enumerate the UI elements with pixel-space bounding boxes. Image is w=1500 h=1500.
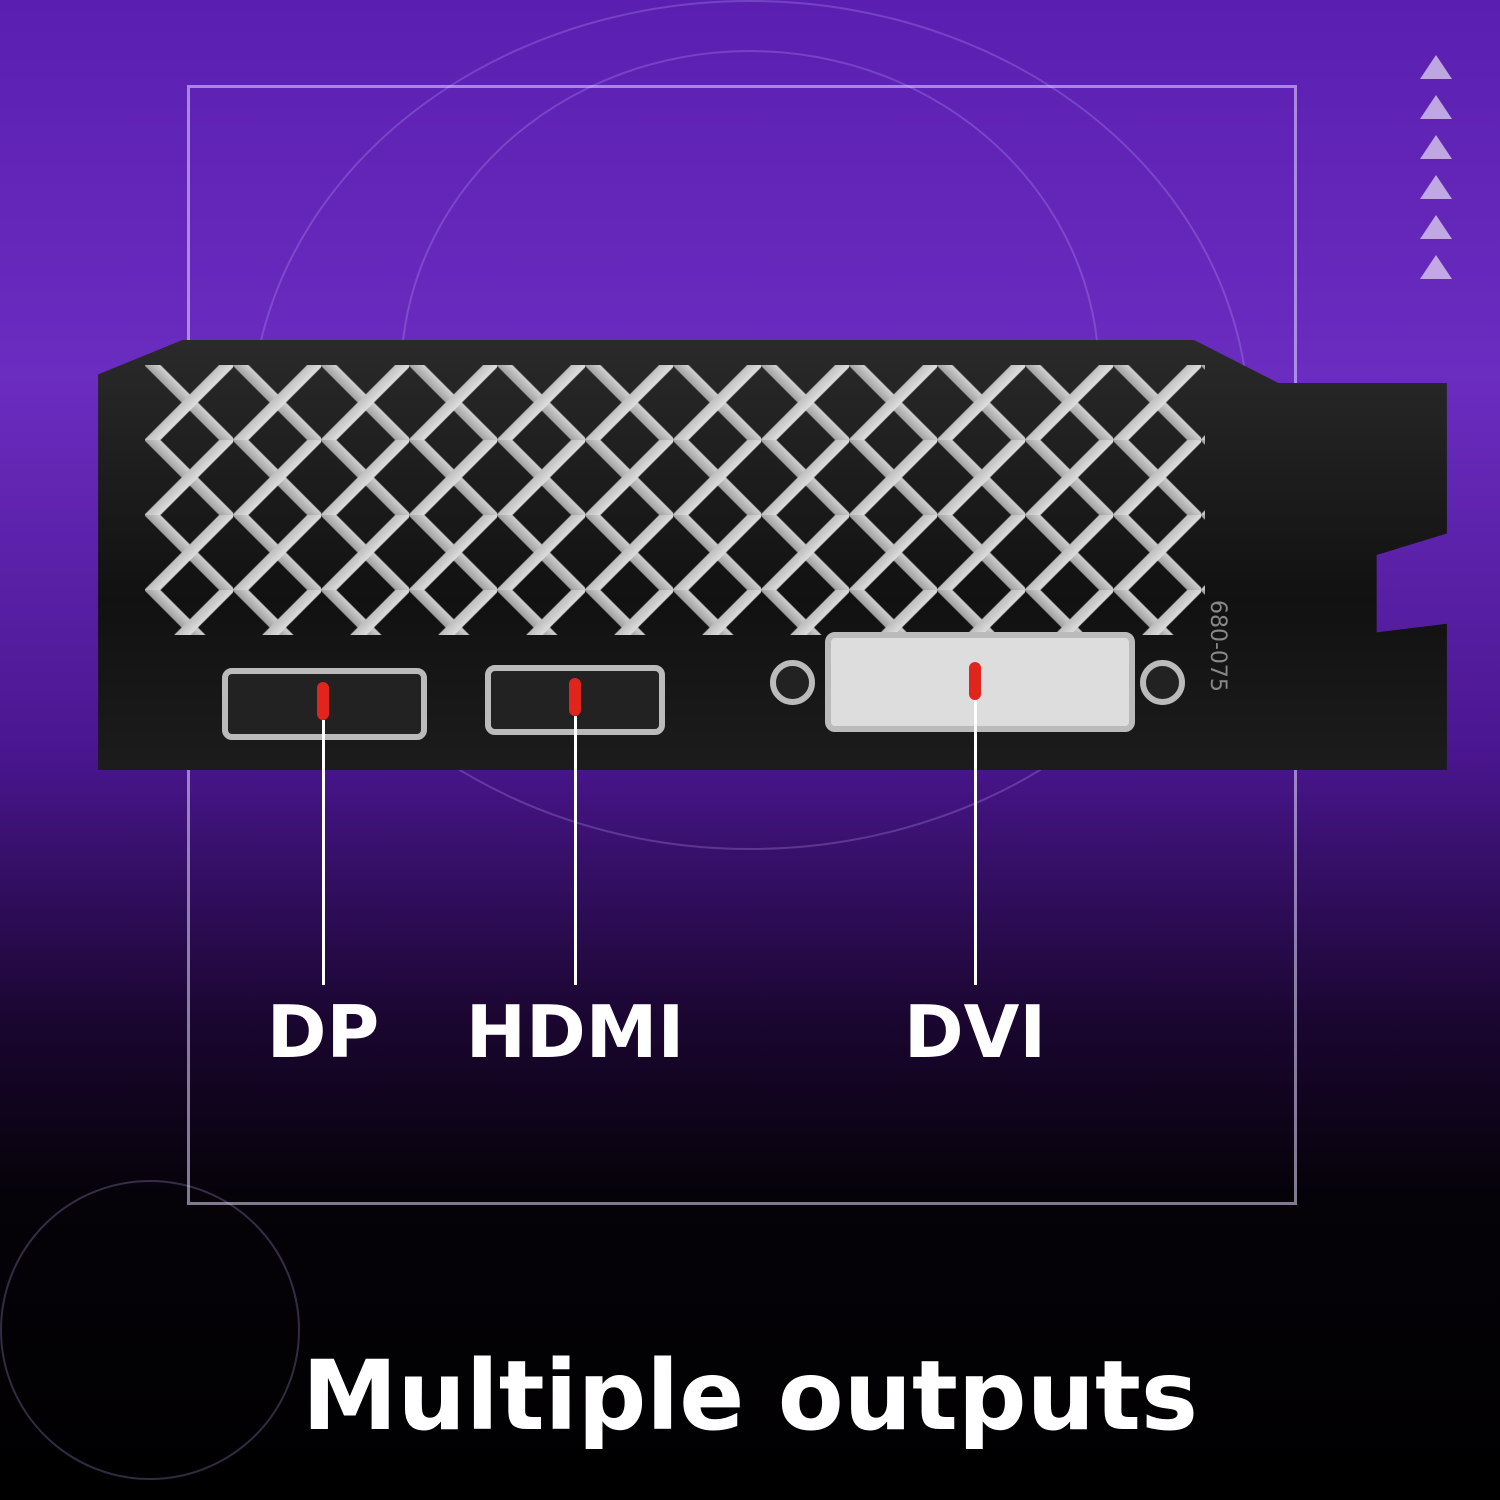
- hdmi-label: HDMI: [465, 990, 685, 1074]
- triangle-icon: [1420, 135, 1452, 159]
- dvi-label: DVI: [903, 990, 1047, 1074]
- triangle-icon: [1420, 175, 1452, 199]
- triangle-icon: [1420, 215, 1452, 239]
- triangle-icon: [1420, 95, 1452, 119]
- headline: Multiple outputs: [301, 1340, 1198, 1452]
- dvi-leader-line: [974, 700, 977, 985]
- hdmi-marker: [569, 678, 581, 716]
- dp-leader-line: [322, 720, 325, 985]
- gpu-io-bracket: [98, 340, 1447, 770]
- decorative-ring: [0, 1180, 300, 1480]
- triangle-icon: [1420, 55, 1452, 79]
- vent-grille: [145, 365, 1205, 635]
- dp-marker: [317, 682, 329, 720]
- hdmi-leader-line: [574, 716, 577, 985]
- dp-label: DP: [266, 990, 380, 1074]
- dvi-screw: [1140, 660, 1185, 705]
- dvi-marker: [969, 662, 981, 700]
- bracket-stamp: 680-075: [1205, 600, 1230, 692]
- triangle-icon: [1420, 255, 1452, 279]
- dvi-screw: [770, 660, 815, 705]
